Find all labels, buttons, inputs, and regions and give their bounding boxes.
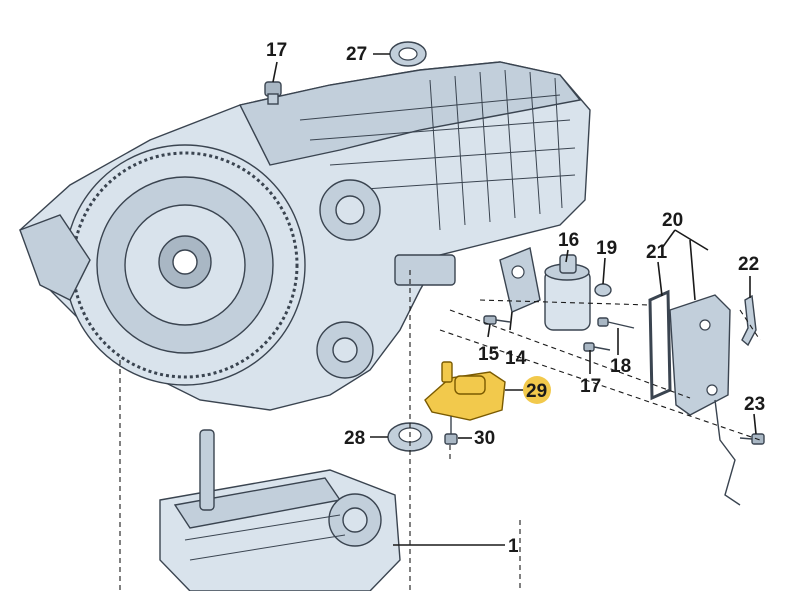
callout-30: 30 — [474, 428, 495, 449]
callout-22: 22 — [738, 254, 759, 275]
callout-16: 16 — [558, 230, 579, 251]
callout-18: 18 — [610, 356, 631, 377]
callout-27: 27 — [346, 44, 367, 65]
part-30-bolt — [444, 416, 458, 445]
callout-14: 14 — [505, 348, 527, 369]
part-22-clip — [741, 294, 757, 347]
callout-20: 20 — [662, 210, 683, 231]
assembly-guides — [119, 270, 761, 591]
part-26-breather — [264, 81, 282, 105]
callout-labels: 17 27 16 19 20 21 22 15 14 18 17 23 29 2… — [266, 40, 765, 557]
callout-1: 1 — [508, 536, 519, 557]
drive-plate — [64, 144, 306, 386]
callout-19: 19 — [596, 238, 617, 259]
part-23-bolt — [739, 433, 765, 445]
callout-29: 29 — [526, 381, 547, 402]
part-17-bolt — [583, 342, 611, 352]
part-14-bracket — [499, 247, 541, 313]
callout-23: 23 — [744, 394, 765, 415]
part-15-bolt — [483, 315, 511, 325]
part-21-gasket — [648, 289, 672, 401]
part-29-sensor-highlighted — [424, 361, 506, 421]
transmission-housing — [19, 61, 591, 411]
callout-29-highlight-badge — [523, 376, 551, 404]
leader-lines — [272, 53, 757, 546]
housing-ribs — [299, 69, 576, 231]
part-27-seal — [389, 41, 427, 67]
callout-28: 28 — [344, 428, 365, 449]
part-19-seal — [594, 283, 612, 297]
callout-21: 21 — [646, 242, 668, 263]
callout-17: 17 — [580, 376, 601, 397]
callout-26: 17 — [266, 40, 287, 61]
part-20-cover — [669, 294, 741, 506]
part-18-bolt — [597, 317, 635, 329]
part-1-valve-body — [159, 429, 401, 591]
callout-15: 15 — [478, 344, 500, 365]
part-16-solenoid — [544, 254, 591, 331]
